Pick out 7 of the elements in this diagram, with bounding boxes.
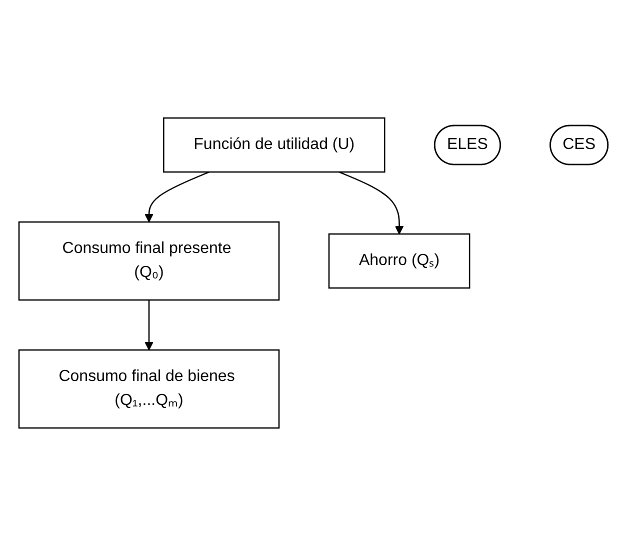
arrow (144, 170, 210, 222)
node-box: Consumo final presente (Q₀) (18, 220, 280, 300)
arrow (144, 300, 154, 350)
node-box: Función de utilidad (U) (163, 116, 386, 172)
node-box: Consumo final de bienes (Q₁,...Qₘ) (18, 348, 280, 428)
arrow (338, 170, 404, 234)
node-box: Ahorro (Qₛ) (328, 232, 470, 288)
